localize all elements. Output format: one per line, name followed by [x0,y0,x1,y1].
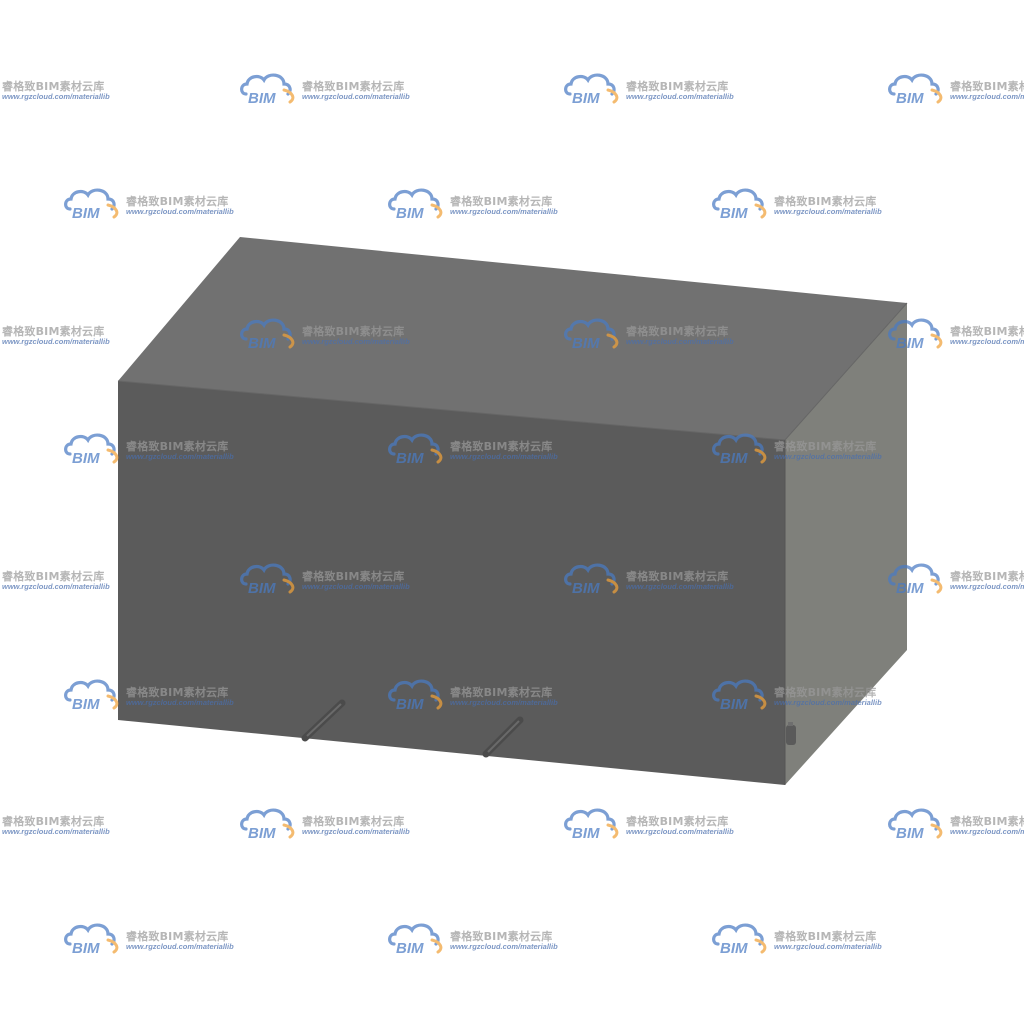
box-top-face [118,237,907,440]
pipe-right [482,716,524,758]
side-fitting [786,722,796,745]
pipe-left [301,699,346,742]
box-side-face [785,303,907,785]
box-front-face [118,381,785,785]
